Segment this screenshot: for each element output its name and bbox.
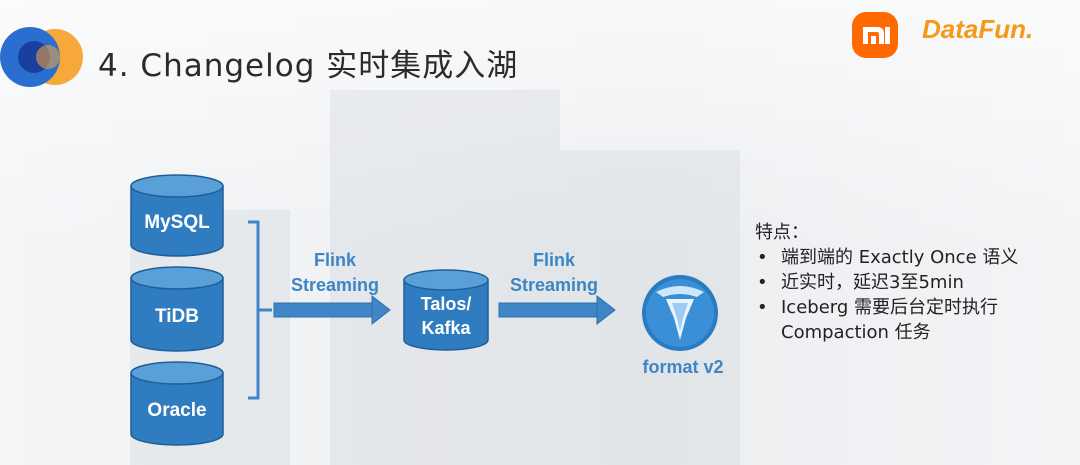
iceberg-format-label: format v2	[642, 357, 724, 377]
feature-item: • 近实时，延迟3至5min	[755, 270, 1018, 295]
datafun-logo: DataFun.	[922, 14, 1034, 44]
source-cylinder-tidb	[130, 266, 224, 352]
feature-item: • 端到端的 Exactly Once 语义	[755, 245, 1018, 270]
flow-label-1-line1: Flink	[313, 250, 356, 270]
features-panel: 特点： • 端到端的 Exactly Once 语义 • 近实时，延迟3至5min …	[755, 220, 1018, 345]
section-logo-icon	[0, 27, 83, 87]
feature-text: 近实时，延迟3至5min	[781, 272, 964, 293]
flow-label-1: Flink Streaming	[280, 248, 390, 298]
queue-label-line2: Kafka	[421, 318, 471, 338]
iceberg-icon	[642, 275, 718, 351]
source-label-mysql: MySQL	[144, 212, 210, 233]
source-label-oracle: Oracle	[147, 400, 207, 421]
feature-text: Compaction 任务	[781, 322, 931, 343]
arrow-to-queue	[273, 294, 391, 326]
queue-cylinder	[403, 269, 489, 351]
flow-label-2-line2: Streaming	[509, 275, 599, 295]
xiaomi-mark-icon	[863, 27, 890, 44]
feature-text: Iceberg 需要后台定时执行	[781, 297, 999, 318]
flow-label-2: Flink Streaming	[499, 248, 609, 298]
feature-item: • Iceberg 需要后台定时执行	[755, 295, 1018, 320]
source-bracket	[248, 220, 272, 400]
source-cylinder-mysql	[130, 174, 224, 257]
page-title: 4. Changelog 实时集成入湖	[98, 48, 519, 84]
feature-item-continuation: Compaction 任务	[755, 320, 1018, 345]
features-list: • 端到端的 Exactly Once 语义 • 近实时，延迟3至5min • Ice…	[755, 245, 1018, 345]
bullet-icon: •	[757, 272, 768, 293]
features-heading: 特点：	[755, 222, 809, 243]
source-cylinder-oracle	[130, 361, 224, 446]
source-label-tidb: TiDB	[155, 306, 199, 327]
queue-label-line1: Talos/	[420, 294, 472, 314]
arrow-to-iceberg	[498, 294, 616, 326]
flow-label-1-line2: Streaming	[290, 275, 380, 295]
bullet-icon: •	[757, 247, 768, 268]
xiaomi-logo-icon	[852, 12, 898, 58]
feature-text: 端到端的 Exactly Once 语义	[781, 247, 1019, 268]
bullet-icon: •	[757, 297, 768, 318]
flow-label-2-line1: Flink	[532, 250, 575, 270]
